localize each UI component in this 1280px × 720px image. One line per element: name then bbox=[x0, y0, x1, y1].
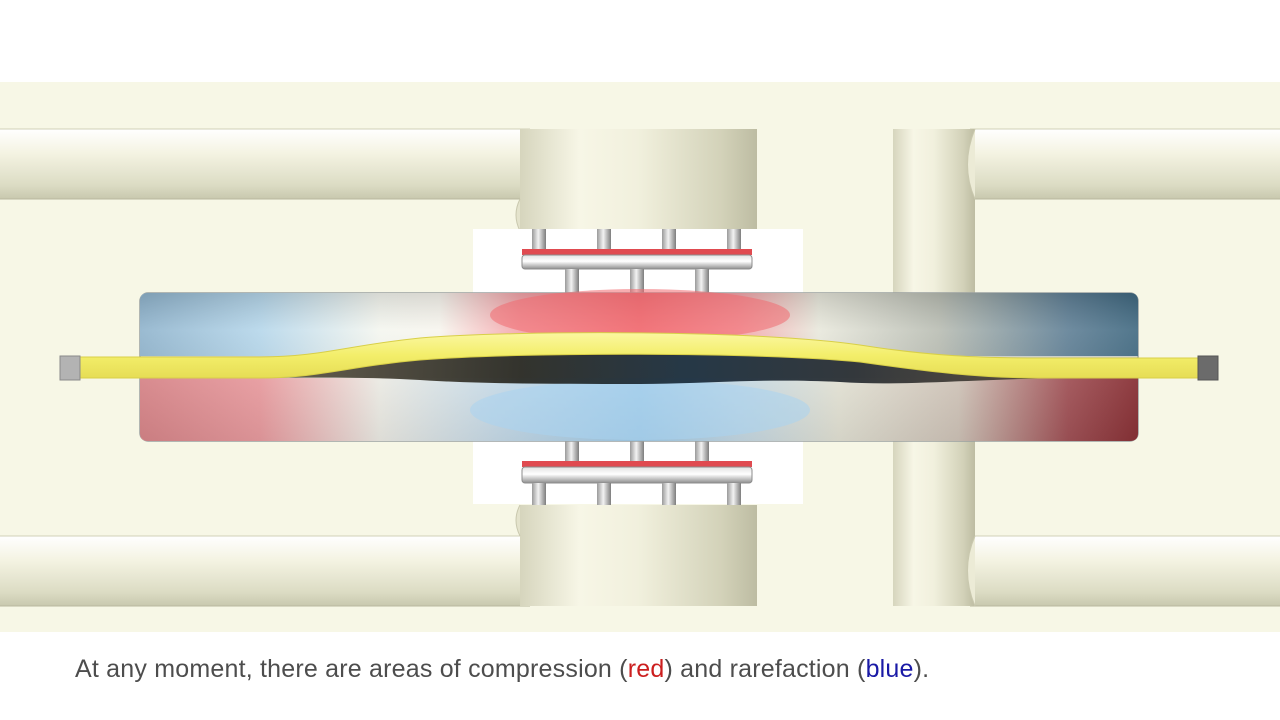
caption-red-word: red bbox=[627, 655, 665, 683]
left-end-cap bbox=[59, 355, 81, 381]
caption-prefix: At any moment, there are areas of compre… bbox=[75, 655, 628, 683]
horizontal-pipes bbox=[0, 128, 1280, 607]
lower-actuator bbox=[521, 440, 753, 505]
cochlea-diagram bbox=[0, 82, 1280, 632]
caption-suffix: ). bbox=[913, 655, 930, 683]
upper-actuator bbox=[521, 229, 753, 293]
compression-zone bbox=[490, 289, 790, 341]
rarefaction-zone bbox=[470, 380, 810, 440]
right-end-cap bbox=[1197, 355, 1219, 381]
caption-middle: ) and rarefaction ( bbox=[664, 655, 866, 683]
caption-blue-word: blue bbox=[865, 655, 914, 683]
caption: At any moment, there are areas of compre… bbox=[75, 655, 1255, 684]
